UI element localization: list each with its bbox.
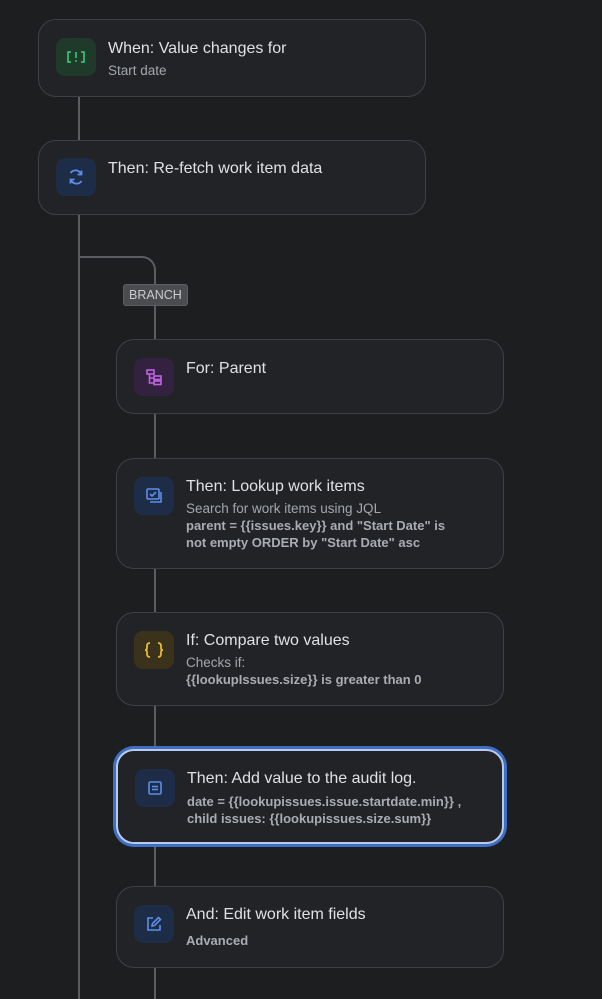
edit-fields-card[interactable]: And: Edit work item fields Advanced — [116, 886, 504, 968]
compare-subtitle: Checks if: — [186, 655, 246, 670]
for-parent-card[interactable]: For: Parent — [116, 339, 504, 414]
curly-braces-icon — [134, 631, 174, 669]
connector-main — [78, 96, 80, 999]
trigger-title: When: Value changes for — [108, 40, 287, 57]
refresh-icon — [56, 158, 96, 196]
document-icon — [135, 769, 175, 807]
audit-log-line1: date = {{lookupissues.issue.startdate.mi… — [187, 794, 462, 809]
compare-title: If: Compare two values — [186, 632, 350, 649]
refetch-card[interactable]: Then: Re-fetch work item data — [38, 140, 426, 215]
branch-connector — [78, 256, 156, 296]
compare-card[interactable]: If: Compare two values Checks if: {{look… — [116, 612, 504, 706]
branch-badge: BRANCH — [123, 284, 188, 306]
for-parent-title: For: Parent — [186, 360, 267, 377]
code-brackets-icon — [56, 38, 96, 76]
edit-fields-detail: Advanced — [186, 933, 249, 948]
hierarchy-icon — [134, 358, 174, 396]
lookup-card[interactable]: Then: Lookup work items Search for work … — [116, 458, 504, 569]
lookup-subtitle: Search for work items using JQL — [186, 501, 382, 516]
compare-condition: {{lookupIssues.size}} is greater than 0 — [186, 672, 422, 687]
refetch-title: Then: Re-fetch work item data — [108, 160, 323, 177]
trigger-card[interactable]: When: Value changes for Start date — [38, 19, 426, 97]
lookup-jql-line2: not empty ORDER by "Start Date" asc — [186, 535, 421, 550]
trigger-subtitle: Start date — [108, 63, 167, 78]
lookup-jql-line1: parent = {{issues.key}} and "Start Date"… — [186, 518, 446, 533]
search-list-icon — [134, 477, 174, 515]
edit-icon — [134, 905, 174, 943]
audit-log-card[interactable]: Then: Add value to the audit log. date =… — [116, 749, 504, 844]
audit-log-line2: child issues: {{lookupissues.size.sum}} — [187, 811, 432, 826]
lookup-title: Then: Lookup work items — [186, 478, 365, 495]
audit-log-title: Then: Add value to the audit log. — [187, 770, 417, 787]
edit-fields-title: And: Edit work item fields — [186, 906, 366, 923]
